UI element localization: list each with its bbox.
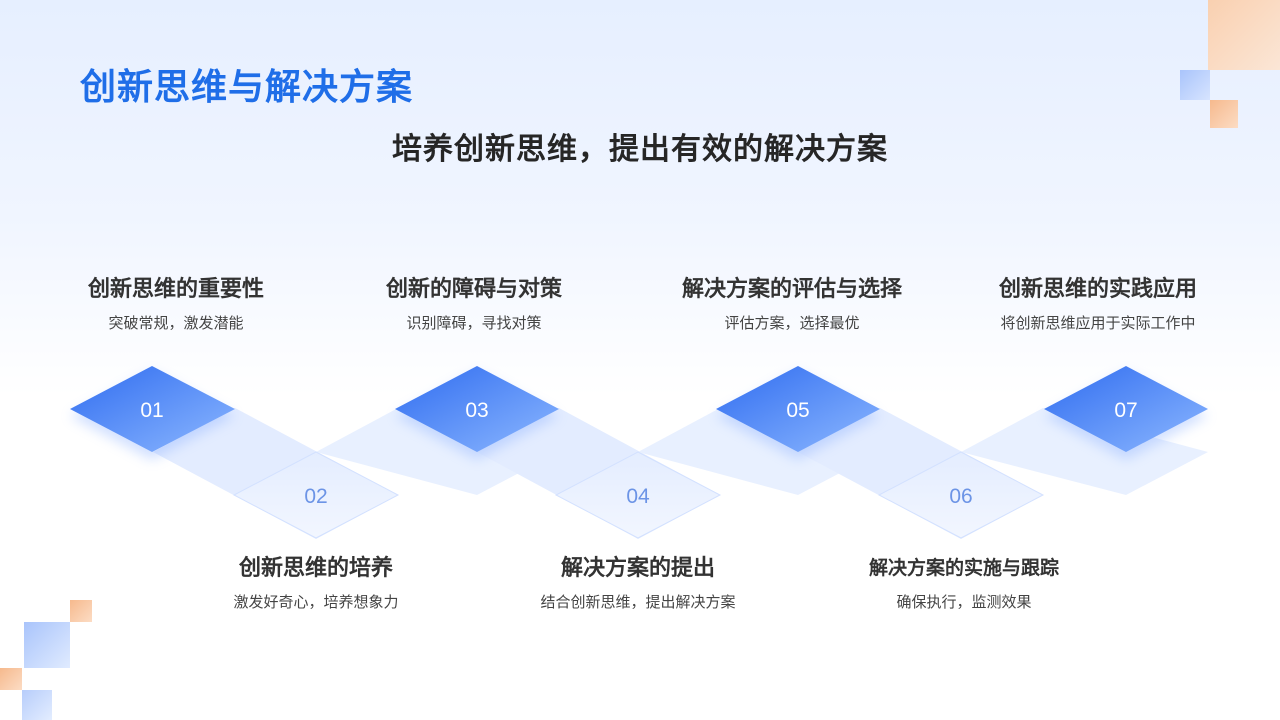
connector-band	[961, 408, 1208, 495]
step-number-06: 06	[949, 485, 972, 508]
step-number-04: 04	[626, 485, 650, 508]
step-desc-07: 将创新思维应用于实际工作中	[1000, 314, 1196, 332]
deco-square-blue-bottom	[24, 622, 70, 668]
diamond-05	[716, 366, 880, 452]
deco-square-orange-bottom	[70, 600, 92, 622]
step-heading-02: 创新思维的培养	[238, 556, 393, 581]
deco-square-orange-small-top	[1210, 100, 1238, 128]
step-heading-03: 创新的障碍与对策	[385, 277, 562, 302]
diamond-07	[1044, 366, 1208, 452]
step-desc-05: 评估方案，选择最优	[724, 314, 860, 332]
deco-square-orange-bottom-small	[0, 668, 22, 690]
step-desc-04: 结合创新思维，提出解决方案	[540, 593, 736, 611]
step-desc-06: 确保执行，监测效果	[896, 593, 1032, 611]
step-desc-03: 识别障碍，寻找对策	[406, 314, 542, 332]
step-number-01: 01	[140, 399, 163, 422]
step-number-07: 07	[1114, 399, 1137, 422]
connector-band	[638, 408, 880, 495]
deco-square-orange-top	[1208, 0, 1280, 70]
step-desc-01: 突破常规，激发潜能	[108, 314, 244, 332]
step-heading-04: 解决方案的提出	[560, 556, 715, 581]
page-title: 创新思维与解决方案	[80, 67, 414, 108]
connector-band	[316, 408, 559, 495]
page-subtitle: 培养创新思维，提出有效的解决方案	[392, 132, 888, 167]
deco-square-blue-bottom-small	[22, 690, 52, 720]
step-desc-02: 激发好奇心，培养想象力	[233, 593, 399, 611]
step-heading-05: 解决方案的评估与选择	[681, 277, 902, 302]
diamond-01	[70, 366, 235, 452]
diamond-06	[877, 451, 1045, 539]
step-heading-01: 创新思维的重要性	[87, 277, 264, 302]
step-heading-07: 创新思维的实践应用	[998, 277, 1197, 302]
deco-square-blue-top	[1180, 70, 1210, 100]
step-heading-06: 解决方案的实施与跟踪	[868, 557, 1059, 579]
diamond-03	[395, 366, 559, 452]
diamond-02	[232, 451, 400, 539]
step-number-03: 03	[465, 399, 488, 422]
step-number-02: 02	[304, 485, 327, 508]
diamond-04	[554, 451, 722, 539]
step-number-05: 05	[786, 399, 809, 422]
